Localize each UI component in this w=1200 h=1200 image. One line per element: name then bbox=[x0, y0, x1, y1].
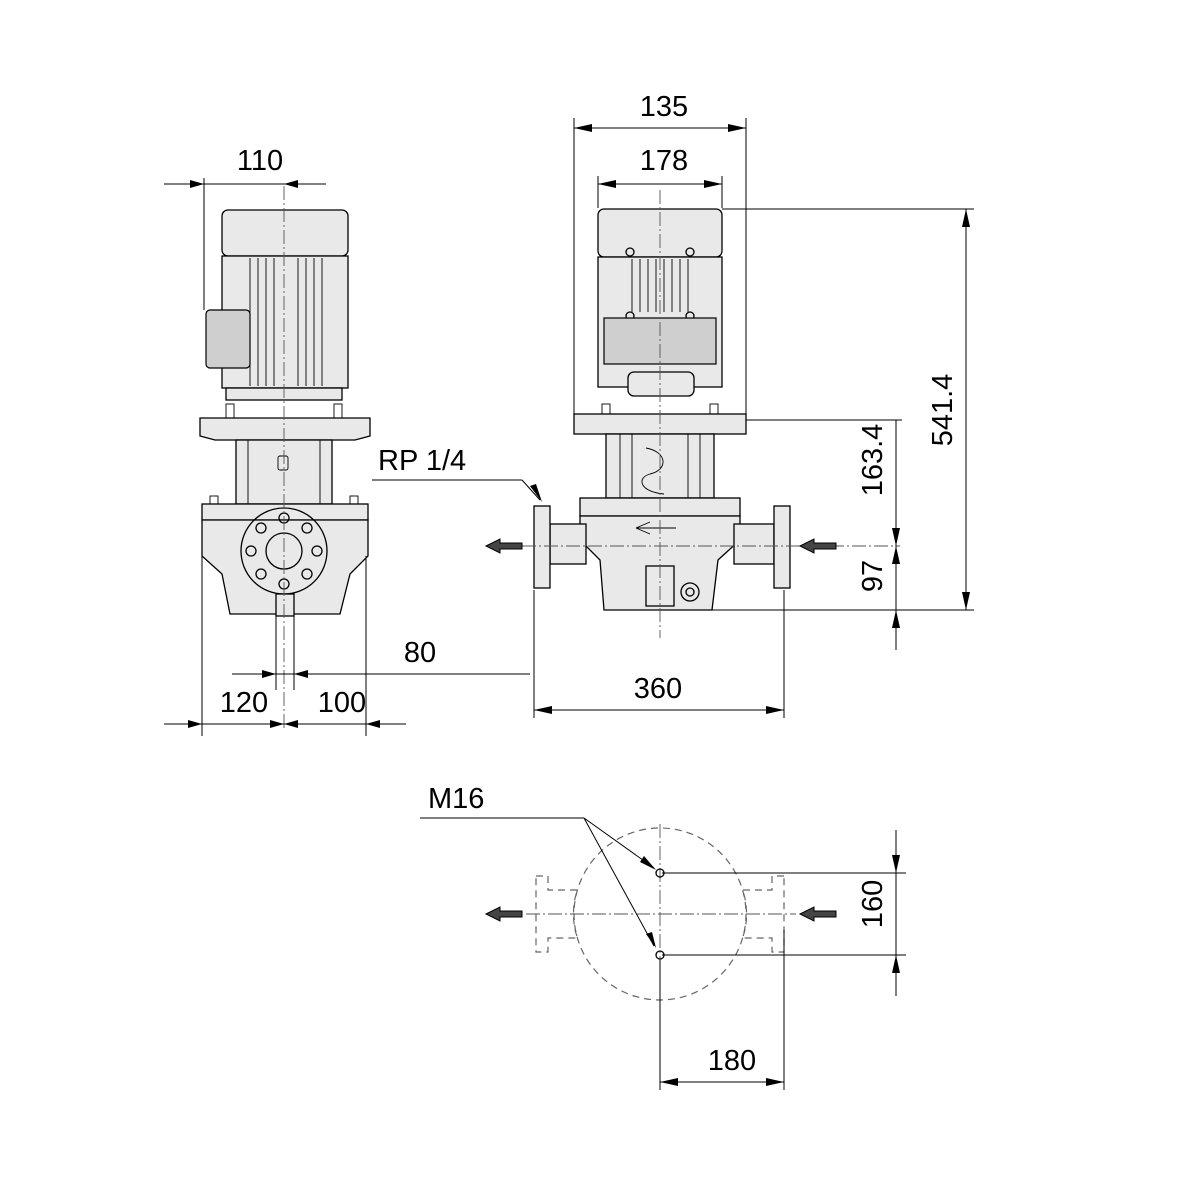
footprint-outlet-arrow bbox=[484, 906, 523, 922]
motor-cover-side bbox=[221, 209, 349, 257]
motor-foot-front bbox=[627, 371, 695, 397]
motor-cooling-fins-front bbox=[631, 259, 689, 312]
inlet-flow-arrow bbox=[798, 538, 837, 554]
callout-rp-1-4: RP 1/4 bbox=[378, 445, 466, 477]
dim-label-178: 178 bbox=[640, 145, 688, 177]
dim-label-160: 160 bbox=[857, 880, 889, 928]
dim-label-163-4: 163.4 bbox=[857, 424, 889, 497]
dim-label-135: 135 bbox=[640, 91, 688, 123]
terminal-box-side bbox=[205, 309, 251, 369]
dimension-labels: 110 135 178 541.4 163.4 97 80 120 100 36… bbox=[220, 91, 959, 1077]
outlet-pipe bbox=[549, 523, 587, 565]
side-view bbox=[199, 186, 371, 728]
coupling-spring bbox=[641, 447, 665, 495]
dim-label-360: 360 bbox=[634, 673, 682, 705]
lifting-eye-right bbox=[685, 247, 695, 257]
dim-label-180: 180 bbox=[708, 1045, 756, 1077]
dim-label-97: 97 bbox=[857, 560, 889, 592]
dim-label-120: 120 bbox=[220, 687, 268, 719]
footprint-inlet-arrow bbox=[798, 906, 837, 922]
pump-cover-flange-side bbox=[201, 503, 369, 521]
dim-label-80: 80 bbox=[404, 637, 436, 669]
flange-bolt-side-2 bbox=[333, 403, 343, 419]
dim-label-110: 110 bbox=[237, 145, 283, 177]
dim-label-541-4: 541.4 bbox=[927, 374, 959, 447]
outlet-flange-dashed bbox=[535, 875, 580, 953]
motor-flange-side bbox=[199, 417, 371, 441]
flow-direction-arrow bbox=[635, 521, 676, 535]
dim-label-100: 100 bbox=[318, 687, 366, 719]
lifting-eye-left bbox=[625, 247, 635, 257]
inlet-pipe bbox=[733, 523, 775, 565]
drain-plug-side bbox=[275, 593, 295, 617]
dimension-lines bbox=[164, 118, 974, 1090]
callout-m16: M16 bbox=[428, 783, 484, 815]
outlet-flow-arrow bbox=[484, 538, 523, 554]
inlet-flange bbox=[773, 505, 791, 589]
inlet-flange-dashed bbox=[740, 875, 785, 953]
coupling-bolt-side bbox=[277, 455, 289, 471]
front-view bbox=[484, 190, 900, 638]
flange-bolt-side-1 bbox=[225, 403, 235, 419]
outlet-flange bbox=[533, 505, 551, 589]
